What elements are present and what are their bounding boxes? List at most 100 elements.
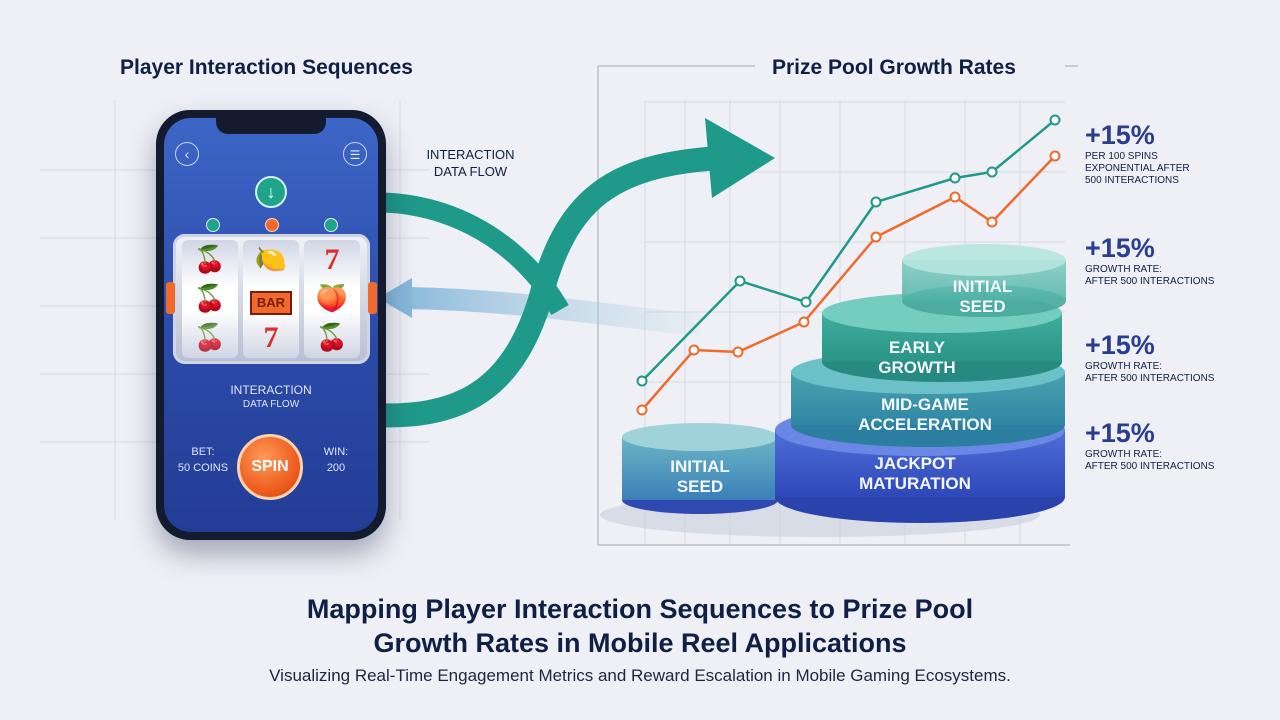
flow-label-top-line2: DATA FLOW — [433, 164, 508, 179]
right-title: Prize Pool Growth Rates — [772, 56, 1016, 79]
teal-point — [949, 172, 961, 184]
orange-point — [870, 231, 882, 243]
phone-flow-label: INTERACTION DATA FLOW — [196, 383, 346, 410]
tier-label-early-line2: GROWTH — [878, 358, 956, 377]
tier-left-initial-seed — [622, 423, 778, 514]
main-subtitle: Visualizing Real-Time Engagement Metrics… — [269, 666, 1011, 685]
phone-notch — [216, 118, 326, 134]
stat-note-1c: 500 INTERACTIONS — [1085, 175, 1179, 186]
main-flow-arrow — [374, 146, 721, 428]
bet-value: 50 COINS — [177, 462, 229, 474]
left-title: Player Interaction Sequences — [120, 56, 413, 79]
reel-side-tab-left — [166, 282, 175, 314]
teal-point — [800, 296, 812, 308]
orange-point — [732, 346, 744, 358]
orange-growth-line — [641, 155, 1056, 411]
main-title-line1: Mapping Player Interaction Sequences to … — [306, 594, 974, 624]
plum-icon: 🍑 — [315, 283, 349, 313]
main-title-line2: Growth Rates in Mobile Reel Applications — [373, 628, 907, 658]
win-value: 200 — [326, 462, 346, 474]
stat-block-3: +15% GROWTH RATE: AFTER 500 INTERACTIONS — [1085, 330, 1265, 385]
stat-note-1a: PER 100 SPINS — [1085, 151, 1158, 162]
status-dot-orange — [265, 218, 279, 232]
tier-label-top-seed: INITIAL SEED — [925, 277, 1040, 317]
stat-block-4: +15% GROWTH RATE: AFTER 500 INTERACTIONS — [1085, 418, 1265, 473]
stat-note-1b: EXPONENTIAL AFTER — [1085, 163, 1190, 174]
teal-point — [870, 196, 882, 208]
win-label: WIN: — [323, 446, 349, 458]
status-dot-teal — [206, 218, 220, 232]
teal-growth-line — [641, 119, 1056, 382]
stat-block-1: +15% PER 100 SPINS EXPONENTIAL AFTER 500… — [1085, 120, 1265, 187]
cherry-icon: 🍒 — [193, 244, 227, 274]
cherry-icon: 🍒 — [193, 283, 227, 313]
reel-3[interactable]: 7 🍑 🍒 — [304, 240, 360, 358]
tier-label-left-line2: SEED — [676, 477, 724, 496]
back-button[interactable]: ‹ — [175, 142, 199, 166]
tier-label-left-line1: INITIAL — [670, 457, 730, 476]
tier-label-mid-game: MID-GAME ACCELERATION — [830, 395, 1020, 435]
phone-flow-line1: INTERACTION — [230, 383, 312, 397]
stat-note-3b: AFTER 500 INTERACTIONS — [1085, 373, 1215, 384]
cherry-icon: 🍒 — [193, 322, 227, 352]
tier-label-mid-line2: ACCELERATION — [858, 415, 992, 434]
tier-label-jackpot-line2: MATURATION — [859, 474, 971, 493]
tier-label-jackpot-line1: JACKPOT — [874, 454, 956, 473]
flow-label-top-line1: INTERACTION — [426, 147, 515, 162]
orange-point — [636, 404, 648, 416]
bar-label: BAR — [249, 291, 293, 315]
reel-side-tab-right — [368, 282, 377, 314]
tier-label-top-line2: SEED — [959, 297, 1006, 316]
stat-note-4a: GROWTH RATE: — [1085, 449, 1163, 460]
stat-note-3a: GROWTH RATE: — [1085, 361, 1163, 372]
bet-display: BET: 50 COINS — [168, 446, 238, 474]
main-title: Mapping Player Interaction Sequences to … — [0, 592, 1280, 660]
orange-point — [949, 191, 961, 203]
tier-label-jackpot: JACKPOT MATURATION — [825, 454, 1005, 494]
bet-label: BET: — [191, 446, 215, 458]
tier-label-early-line1: EARLY — [888, 338, 946, 357]
stat-note-4b: AFTER 500 INTERACTIONS — [1085, 461, 1215, 472]
menu-icon: ☰ — [349, 148, 361, 162]
menu-button[interactable]: ☰ — [343, 142, 367, 166]
teal-point — [636, 375, 648, 387]
tier-label-mid-line1: MID-GAME — [881, 395, 969, 414]
reel-2[interactable]: 🍋 BAR 7 — [243, 240, 299, 358]
stat-value-4: +15% — [1085, 418, 1155, 448]
status-dot-teal-2 — [324, 218, 338, 232]
orange-point — [986, 216, 998, 228]
lemon-icon: 🍋 — [254, 244, 288, 274]
phone-flow-line2: DATA FLOW — [242, 399, 300, 410]
teal-point — [734, 275, 746, 287]
stat-value-2: +15% — [1085, 233, 1155, 263]
orange-point — [1049, 150, 1061, 162]
flow-label-top: INTERACTION DATA FLOW — [408, 146, 533, 180]
tier-top-initial-seed — [902, 244, 1066, 317]
chevron-left-icon: ‹ — [184, 146, 190, 162]
seven-symbol: 7 — [324, 243, 340, 276]
cherry-icon: 🍒 — [315, 322, 349, 352]
main-arrowhead-icon — [705, 118, 775, 198]
bar-symbol: BAR — [243, 279, 299, 318]
stat-block-2: +15% GROWTH RATE: AFTER 500 INTERACTIONS — [1085, 233, 1265, 288]
tier-label-left: INITIAL SEED — [640, 457, 760, 497]
stat-value-1: +15% — [1085, 120, 1155, 150]
stat-value-3: +15% — [1085, 330, 1155, 360]
teal-point — [986, 166, 998, 178]
teal-point — [1049, 114, 1061, 126]
win-display: WIN: 200 — [306, 446, 366, 474]
orange-point — [688, 344, 700, 356]
tier-label-top-line1: INITIAL — [952, 277, 1013, 296]
light-arrowhead-icon — [378, 278, 412, 318]
spin-button[interactable]: SPIN — [237, 434, 303, 500]
orange-point — [798, 316, 810, 328]
seven-symbol: 7 — [263, 321, 279, 354]
tier-label-early-growth: EARLY GROWTH — [842, 338, 992, 378]
download-button[interactable]: ↓ — [255, 176, 287, 208]
stat-note-2a: GROWTH RATE: — [1085, 264, 1163, 275]
stat-note-2b: AFTER 500 INTERACTIONS — [1085, 276, 1215, 287]
arrow-down-icon: ↓ — [266, 182, 276, 202]
reel-1[interactable]: 🍒 🍒 🍒 — [182, 240, 238, 358]
